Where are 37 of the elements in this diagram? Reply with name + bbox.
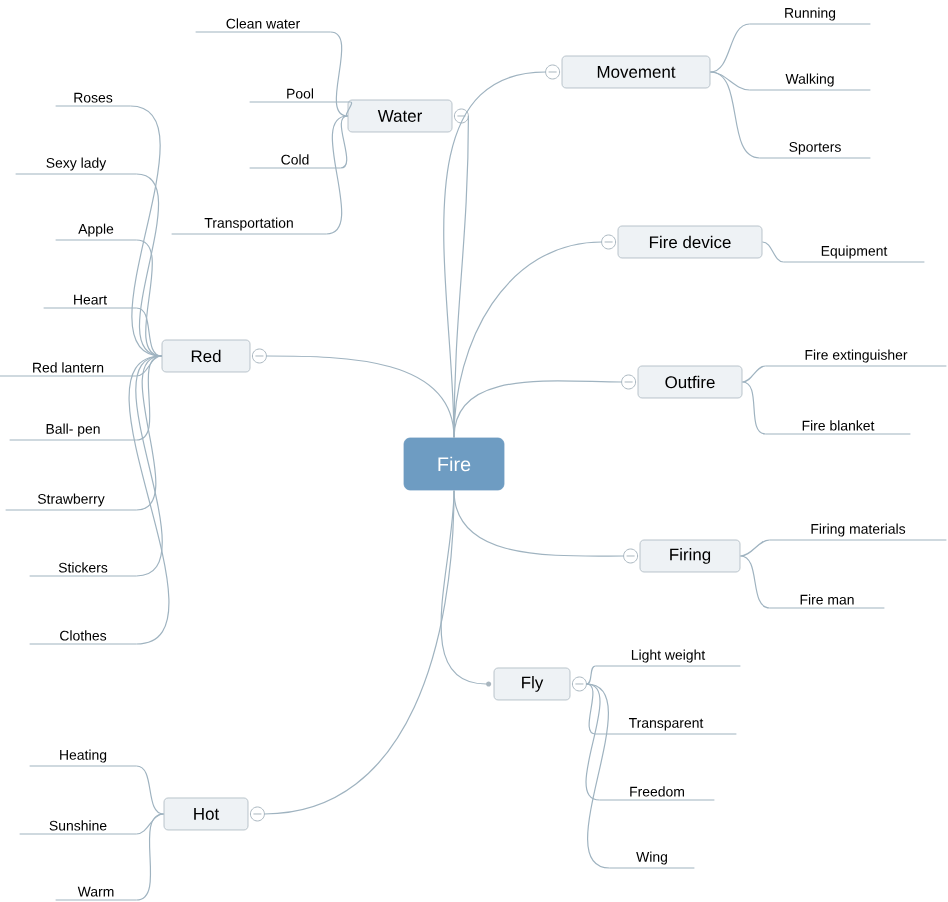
topic-box: Fire device bbox=[601, 225, 763, 259]
connector-line bbox=[135, 239, 163, 357]
topic-box: Firing bbox=[623, 539, 741, 573]
connector-line bbox=[135, 765, 165, 815]
connector-line bbox=[339, 115, 349, 169]
connector-line bbox=[709, 23, 751, 73]
connector-line bbox=[329, 31, 349, 117]
connector-line bbox=[325, 115, 349, 235]
connector-line bbox=[741, 365, 767, 383]
connector-line bbox=[135, 355, 163, 441]
connector-line bbox=[345, 101, 353, 117]
connector-line bbox=[453, 380, 623, 439]
topic-box: Outfire bbox=[621, 365, 743, 399]
central-topic-box: Fire bbox=[403, 437, 505, 491]
connector-line bbox=[135, 813, 165, 835]
topic-box: Red bbox=[161, 339, 267, 373]
topic-box: Water bbox=[347, 99, 469, 133]
topic-box: Fly bbox=[486, 667, 587, 701]
connector-line bbox=[709, 71, 761, 159]
connector-line bbox=[128, 355, 170, 645]
connector-line bbox=[585, 683, 601, 801]
connector-line bbox=[135, 813, 165, 901]
connector-line bbox=[135, 173, 163, 357]
connector-line bbox=[585, 683, 597, 735]
connector-line bbox=[265, 355, 455, 439]
connector-line bbox=[135, 355, 163, 577]
connector-line bbox=[761, 241, 785, 263]
connector-line bbox=[135, 355, 163, 377]
connector-line bbox=[129, 105, 163, 357]
connector-line bbox=[585, 683, 611, 869]
connector-line bbox=[739, 539, 771, 557]
connector-line bbox=[135, 307, 163, 357]
connector-line bbox=[739, 555, 771, 609]
connector-line bbox=[741, 381, 767, 435]
connector-line bbox=[585, 665, 597, 685]
topic-box: Hot bbox=[163, 797, 265, 831]
topic-box: Movement bbox=[545, 55, 711, 89]
